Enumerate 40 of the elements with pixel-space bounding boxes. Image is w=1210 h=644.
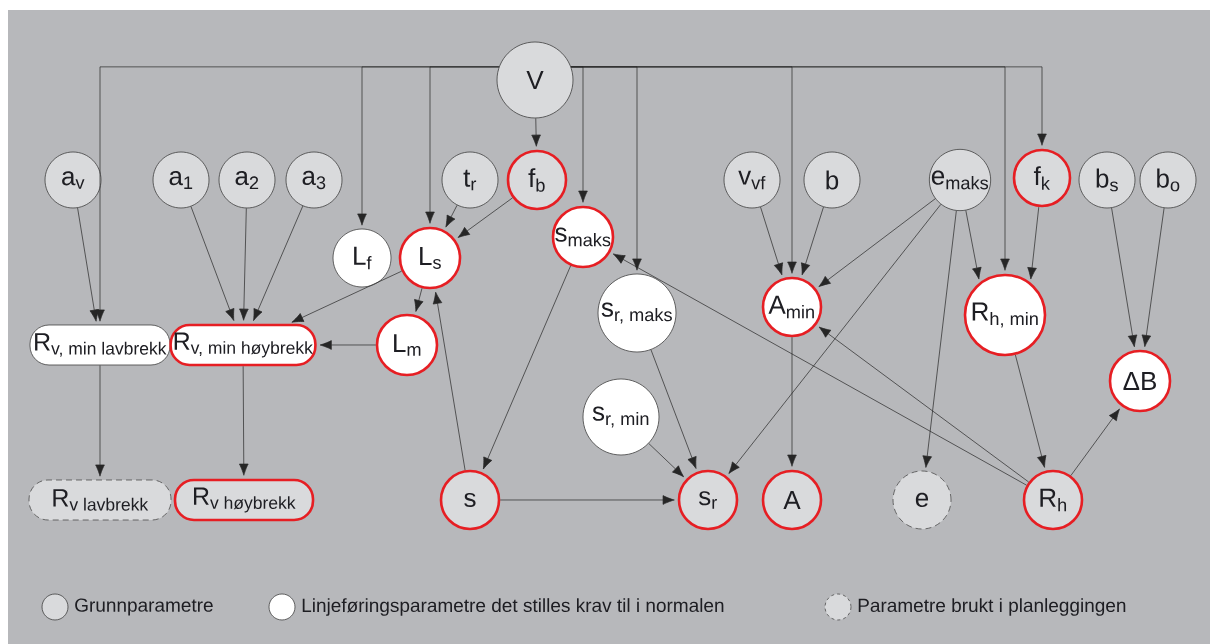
arrow (482, 265, 571, 470)
arrow (253, 205, 304, 321)
arrow (432, 291, 466, 471)
arrow (965, 210, 982, 280)
legend-label: Grunnparametre (75, 598, 213, 616)
legend-label: Linjeføringsparametre det stilles krav til i normalen (302, 598, 724, 616)
arrow (457, 197, 513, 238)
arrow (648, 443, 684, 478)
arrow (760, 206, 784, 276)
arrow (1070, 408, 1120, 476)
arrow (499, 495, 675, 505)
arrow (239, 208, 249, 321)
arrow (650, 349, 697, 469)
arrow (570, 66, 1047, 146)
legend-label: Parametre brukt i planleggingen (858, 598, 1126, 616)
arrow (787, 336, 797, 467)
arrow (319, 340, 377, 350)
arrow (95, 365, 105, 477)
arrow (445, 204, 458, 228)
arrow (190, 206, 235, 321)
arrow (425, 66, 500, 224)
arrow (1111, 207, 1138, 348)
parameter-box: $\mathrm{R}_{\text{v, min høybrekk}}$ (169, 323, 317, 367)
arrow (77, 207, 99, 322)
arrow (531, 118, 541, 147)
arrow (922, 210, 957, 468)
arrow (239, 365, 249, 476)
parameter-box: $\mathrm{R}_{\text{v lavbrekk}}$ (28, 479, 172, 521)
arrow (1141, 207, 1165, 347)
arrow (1027, 206, 1040, 280)
arrow (801, 206, 824, 276)
arrow (1015, 354, 1047, 468)
parameter-box: $\mathrm{R}_{\text{v, min lavbrekk}}$ (29, 324, 171, 366)
arrow (414, 287, 424, 312)
arrow (612, 253, 1027, 486)
arrow (818, 198, 936, 288)
arrow (728, 204, 942, 474)
arrow (818, 326, 1029, 483)
arrow (291, 270, 402, 323)
parameter-box: $\mathrm{R}_{\text{v høybrekk}}$ (173, 478, 315, 522)
